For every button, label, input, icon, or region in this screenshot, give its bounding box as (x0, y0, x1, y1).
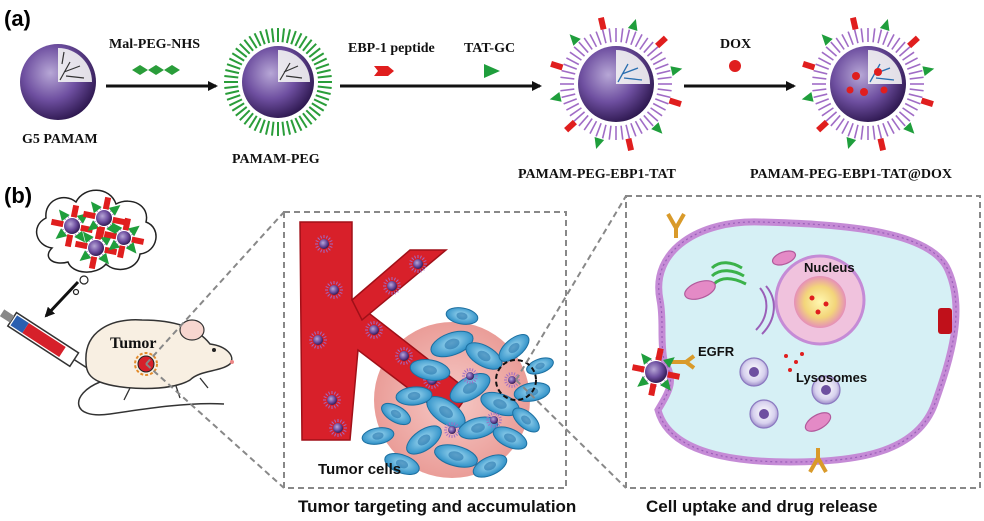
tat-gc-icon (484, 64, 500, 78)
pamam-peg-corona (224, 28, 332, 136)
injection-arrow (44, 280, 80, 318)
panel-b-label: (b) (4, 183, 32, 208)
pamam-peg-ebp1-tat-dox-corona (801, 17, 935, 151)
mitochondrion-3 (804, 412, 832, 432)
zoom-line-bottom (145, 363, 285, 489)
endoplasmic-reticulum (755, 285, 775, 335)
reagent-mal-peg-nhs: Mal-PEG-NHS (109, 37, 200, 52)
pamam-peg-ebp1-tat-particle (578, 46, 654, 122)
zoom-line-right-bottom (515, 379, 627, 489)
tumor-cells-label: Tumor cells (318, 461, 401, 478)
lysosome-group (739, 352, 841, 429)
g5-pamam-particle (20, 44, 96, 120)
right-caption: Cell uptake and drug release (646, 497, 877, 516)
membrane-receptor-bottom (808, 448, 828, 473)
dox-icon (729, 60, 741, 72)
syringe (0, 309, 95, 374)
mouse (78, 319, 234, 416)
golgi (710, 261, 747, 286)
middle-caption: Tumor targeting and accumulation (298, 497, 576, 516)
zoom-line-top (145, 211, 285, 365)
reagent-tat-gc: TAT-GC (464, 41, 515, 56)
product-pamam-peg-ebp1-tat: PAMAM-PEG-EBP1-TAT (518, 167, 677, 182)
pamam-peg-ebp1-tat-dox-particle (830, 46, 906, 122)
blood-vessel-branch (351, 249, 449, 322)
mitochondrion-2 (771, 250, 797, 266)
peg-linker-icon (132, 65, 180, 75)
panel-a-label: (a) (4, 6, 31, 31)
docked-nanoparticle (631, 347, 681, 397)
mitochondrion-1 (684, 280, 716, 300)
lysosomes-label: Lysosomes (796, 370, 867, 385)
membrane-receptor-top (666, 213, 686, 238)
product-pamam-peg-ebp1-tat-dox: PAMAM-PEG-EBP1-TAT@DOX (750, 167, 952, 182)
zoom-line-right-top (515, 195, 627, 381)
membrane-channel (938, 308, 952, 334)
nucleus-label: Nucleus (804, 260, 855, 275)
tumor-cells-cluster (361, 307, 554, 478)
pamam-peg-particle (242, 46, 314, 118)
reagent-dox: DOX (720, 37, 751, 52)
reagent-ebp1-peptide: EBP-1 peptide (348, 41, 435, 56)
uptake-focus-circle (495, 359, 537, 401)
egfr-label: EGFR (698, 344, 735, 359)
pamam-peg-ebp1-tat-corona (549, 17, 683, 151)
nucleolus (794, 276, 846, 328)
nanoparticle-thought-cloud (35, 189, 157, 296)
ebp1-peptide-icon (374, 66, 394, 76)
mouse-tumor-label: Tumor (110, 335, 157, 352)
product-g5-pamam: G5 PAMAM (22, 132, 98, 147)
product-pamam-peg: PAMAM-PEG (232, 152, 320, 167)
